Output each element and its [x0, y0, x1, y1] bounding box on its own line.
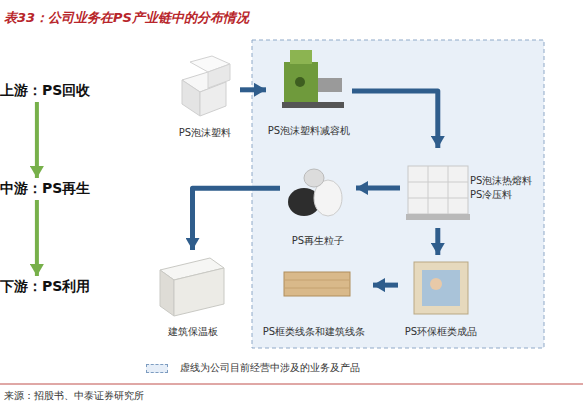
product-node: PS泡沫热熔料 PS冷压料: [400, 148, 540, 228]
flow-arrow: [356, 186, 400, 191]
flow-arrow: [373, 283, 398, 288]
bale-line: [428, 166, 429, 214]
frame-outer: [414, 262, 468, 314]
bale-line: [408, 182, 468, 183]
pallet-illustration: [406, 166, 470, 220]
moulding-groove: [284, 288, 350, 289]
product-caption: PS泡沫塑料减容机: [268, 124, 350, 137]
foam-block: [208, 64, 230, 88]
machine-barrel: [318, 78, 342, 92]
legend: 虚线为公司目前经营中涉及的业务及产品: [146, 361, 360, 375]
moulding-groove: [284, 280, 350, 281]
bale-line: [448, 166, 449, 214]
product-node: PS再生粒子: [280, 155, 356, 250]
frame-photo: [422, 270, 460, 306]
stage-label: 下游：PS利用: [0, 276, 82, 298]
stage-text: 中游：PS再生: [0, 180, 90, 198]
product-caption: 建筑保温板: [168, 325, 218, 338]
product-node: PS环保框类成品: [398, 255, 484, 341]
board-side: [160, 270, 174, 316]
pellet-illustration: [288, 169, 342, 216]
foam-illustration: [182, 56, 230, 116]
product-caption: PS泡沫热熔料 PS冷压料: [470, 174, 538, 202]
board-illustration: [160, 258, 224, 316]
flow-arrow: [193, 188, 281, 250]
grey-pellets: [304, 169, 324, 187]
photo-figure: [430, 278, 442, 290]
frame-illustration: [414, 262, 468, 314]
foam-block: [182, 80, 200, 116]
flow-arrow: [352, 91, 438, 148]
product-node: PS泡沫塑料减容机: [266, 42, 352, 140]
product-caption: PS泡沫塑料: [179, 126, 231, 139]
product-caption: PS环保框类成品: [405, 325, 477, 338]
stage-text: 下游：PS利用: [0, 278, 90, 296]
figure-title: 表33：公司业务在PS产业链中的分布情况: [4, 9, 249, 27]
source-note: 来源：招股书、中泰证券研究所: [4, 389, 144, 403]
bale-line: [408, 198, 468, 199]
company-scope-region: [252, 40, 544, 348]
footer-rule: [0, 384, 583, 385]
compactor-illustration: [282, 50, 344, 108]
product-node: PS泡沫塑料: [170, 52, 240, 142]
legend-text: 虚线为公司目前经营中涉及的业务及产品: [180, 361, 360, 375]
stage-label: 中游：PS再生: [0, 178, 82, 200]
product-node: 建筑保温板: [145, 250, 240, 341]
machine-motor: [295, 77, 305, 87]
flow-arrow: [435, 228, 440, 255]
stage-arrow: [35, 102, 39, 178]
bale-stack: [408, 166, 468, 214]
foam-block: [200, 82, 226, 116]
pallet-base: [406, 214, 470, 220]
machine-body: [284, 62, 318, 102]
flow-arrow: [240, 87, 266, 92]
machine-base: [282, 102, 344, 108]
stage-text: 上游：PS回收: [0, 82, 90, 100]
machine-hopper: [290, 50, 312, 64]
product-caption: PS框类线条和建筑线条: [263, 325, 365, 338]
product-node: PS框类线条和建筑线条: [255, 255, 373, 341]
legend-swatch: [146, 364, 168, 373]
board-face: [174, 268, 224, 316]
moulding-illustration: [284, 272, 350, 296]
stage-label: 上游：PS回收: [0, 80, 82, 102]
product-caption: PS再生粒子: [292, 234, 344, 247]
moulding-strip: [284, 272, 350, 296]
stage-arrow: [35, 200, 39, 276]
